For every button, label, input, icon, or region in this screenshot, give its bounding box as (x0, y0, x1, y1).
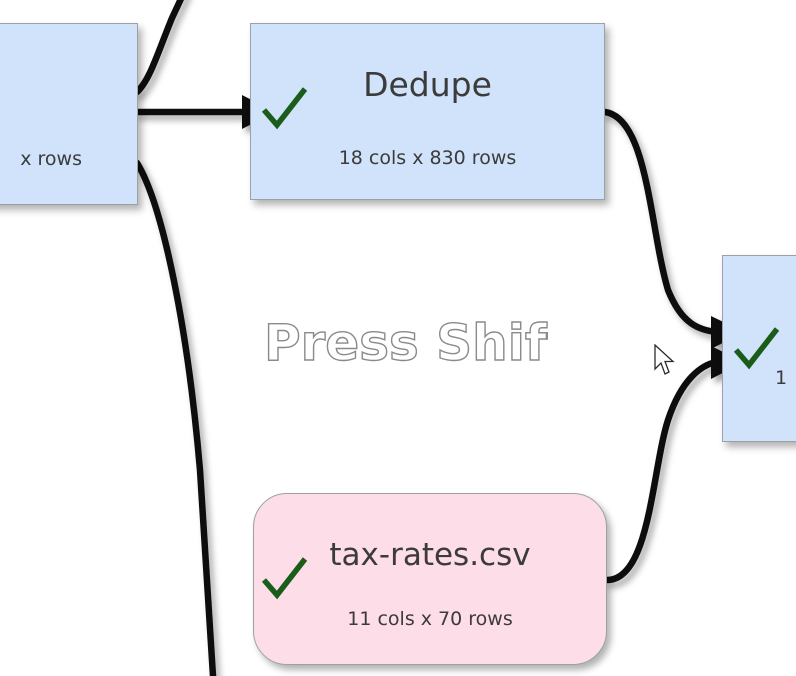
check-icon (733, 326, 781, 372)
check-icon (261, 556, 309, 602)
node-dedupe[interactable]: Dedupe 18 cols x 830 rows (250, 23, 605, 200)
check-icon (261, 86, 309, 132)
edge-dedupe-to-join (601, 108, 720, 336)
node-source-subtitle: x rows (20, 148, 82, 170)
node-dedupe-title: Dedupe (363, 65, 492, 104)
edge-source-to-top (133, 0, 184, 96)
press-shift-watermark: Press Shift (258, 306, 571, 378)
mouse-pointer-icon (653, 343, 679, 380)
edge-taxrates-to-join (603, 358, 720, 584)
node-dedupe-subtitle: 18 cols x 830 rows (338, 147, 517, 169)
node-tax-rates-csv-title: tax-rates.csv (329, 537, 531, 573)
watermark-text: Press Shift (264, 314, 548, 372)
node-tax-rates-csv-subtitle: 11 cols x 70 rows (347, 608, 513, 630)
node-join-subtitle: 1 (775, 367, 788, 389)
node-tax-rates-csv[interactable]: tax-rates.csv 11 cols x 70 rows (253, 493, 607, 665)
edge-source-to-bottom (133, 159, 217, 676)
node-source[interactable]: x rows (0, 23, 138, 205)
